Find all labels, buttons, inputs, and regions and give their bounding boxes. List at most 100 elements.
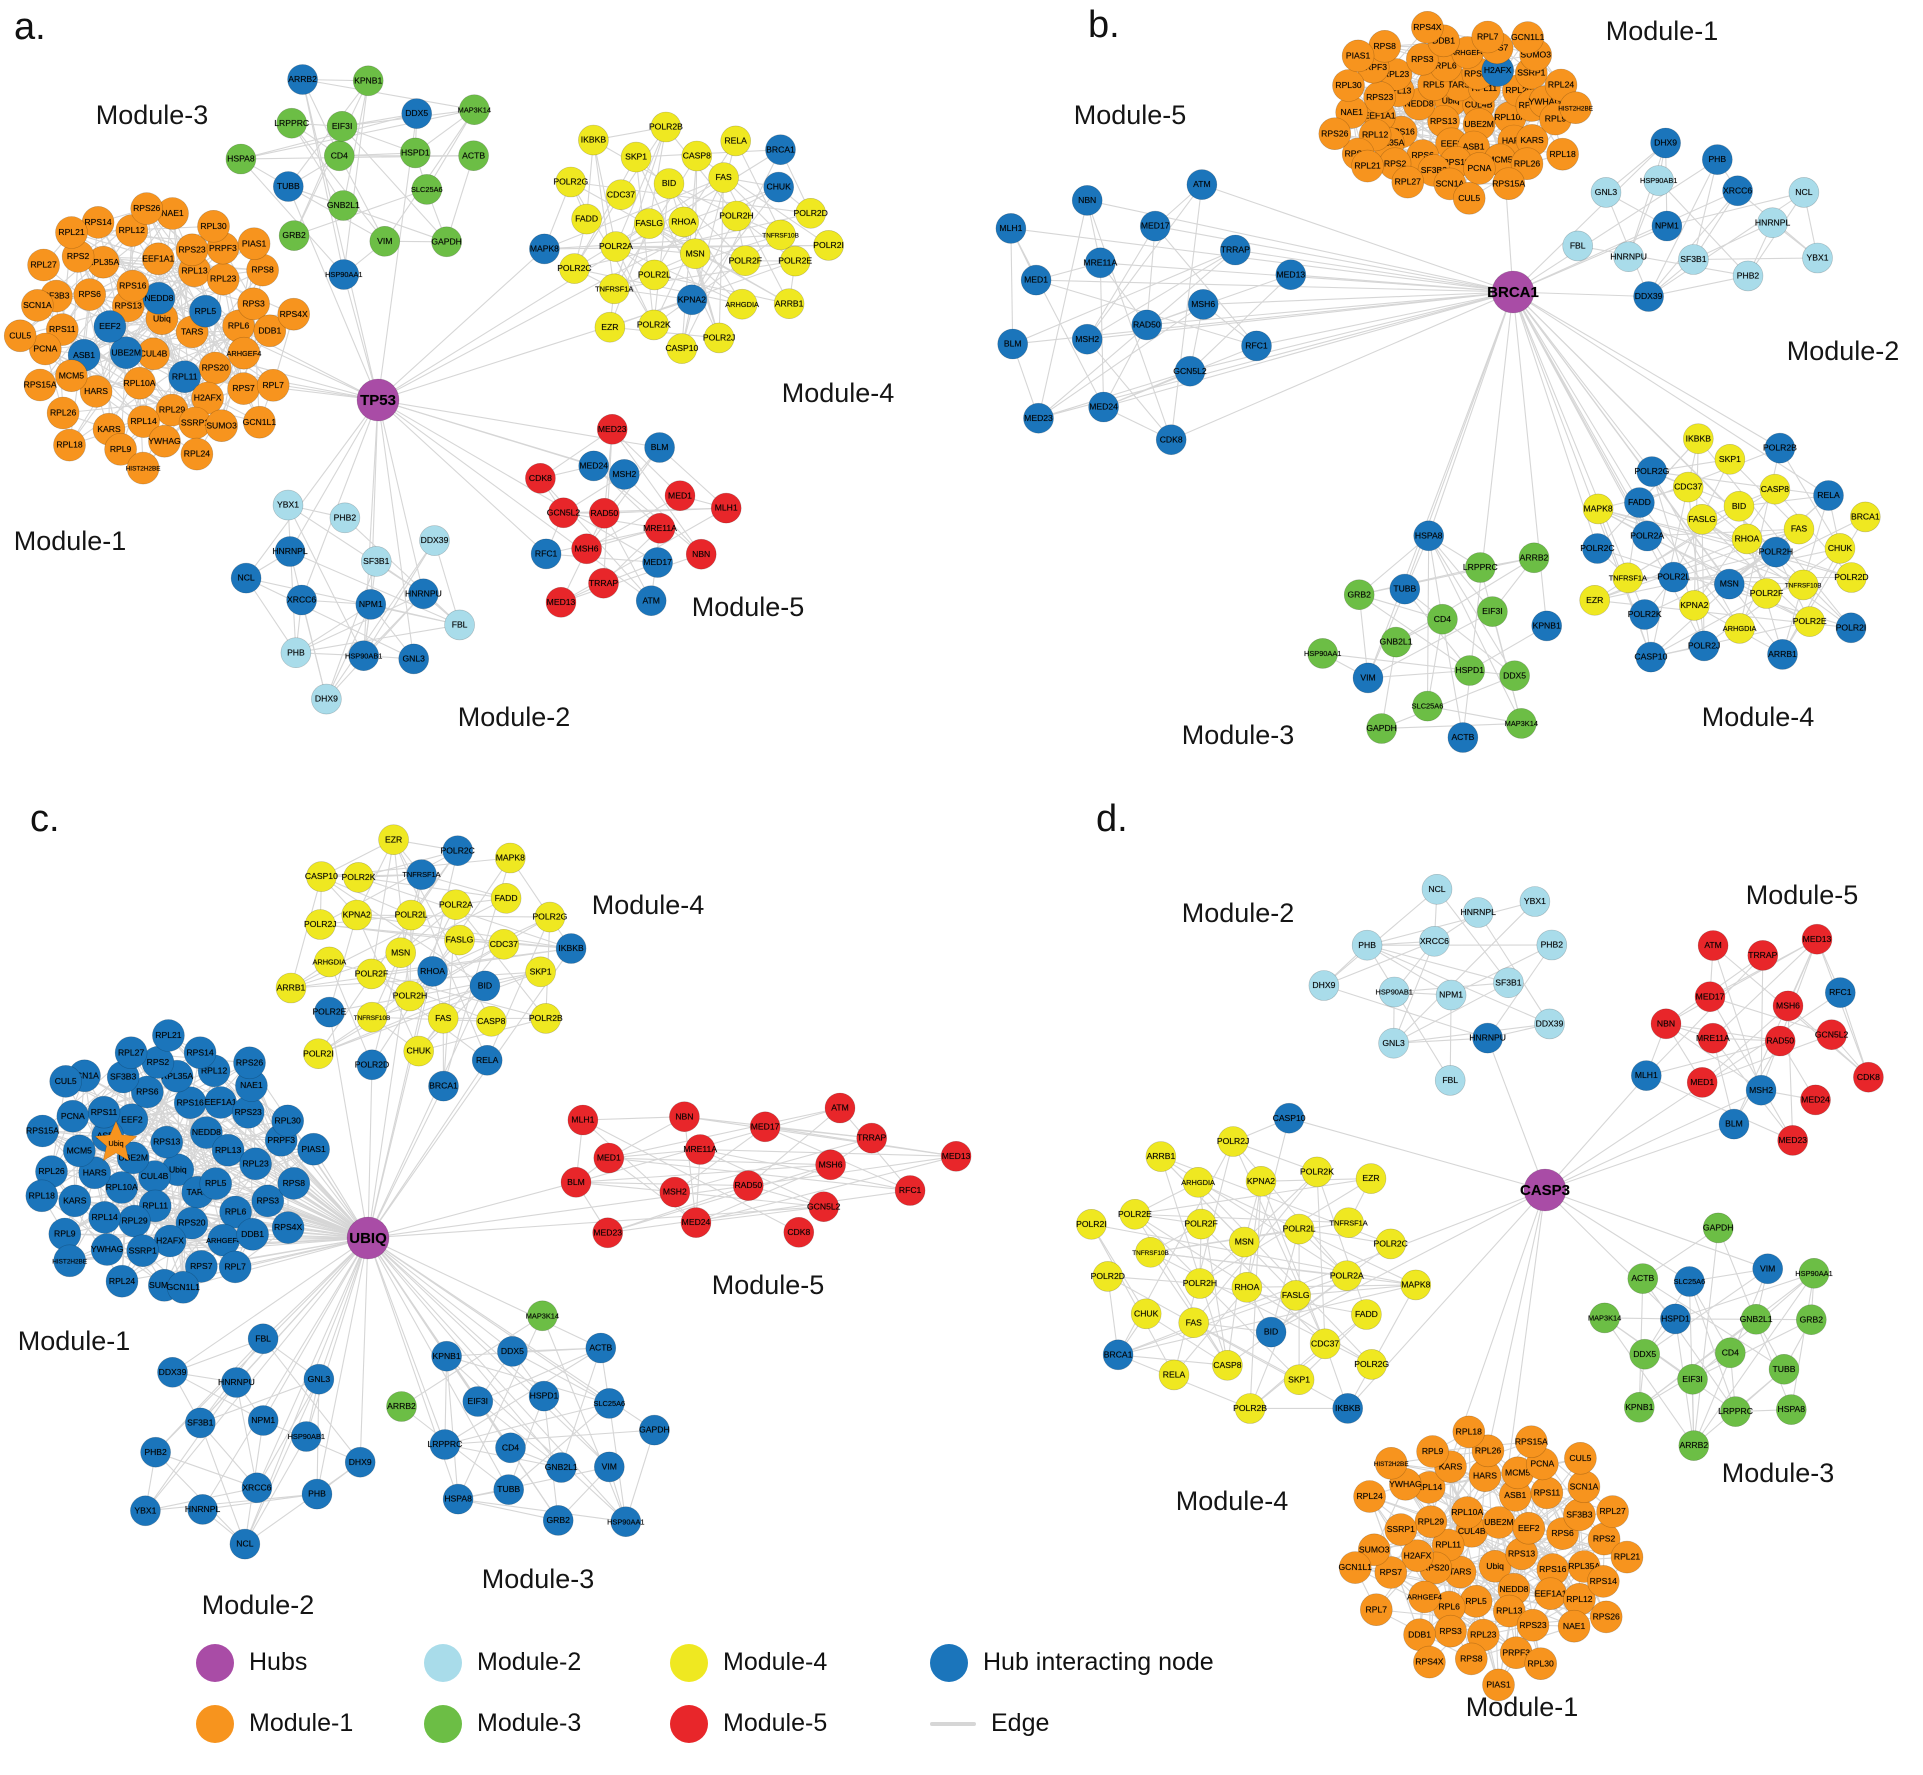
- hub-swatch-icon: [196, 1643, 234, 1682]
- module-label: Module-5: [692, 592, 805, 622]
- network-node: [275, 972, 307, 1004]
- node-label: RPL29: [1505, 85, 1531, 95]
- network-node: [130, 1495, 161, 1527]
- node-label: RHOA: [1735, 534, 1760, 544]
- node-label: H2AFX: [194, 393, 222, 403]
- node-label: POLR2H: [1759, 547, 1793, 557]
- node-label: RPS23: [178, 244, 205, 254]
- network-node: [272, 171, 304, 202]
- network-node: [114, 1036, 148, 1069]
- node-label: RPS26: [236, 1057, 263, 1067]
- network-node: [348, 640, 380, 672]
- node-label: SKP1: [1719, 454, 1741, 464]
- network-node: [130, 192, 163, 225]
- network-node: [1419, 925, 1450, 957]
- node-label: DDB1: [241, 1229, 264, 1239]
- node-label: NBN: [1657, 1018, 1675, 1028]
- node-label: GNB2L1: [545, 1462, 578, 1472]
- node-label: RPL26: [38, 1166, 64, 1176]
- node-label: GCN5L2: [1173, 366, 1207, 376]
- network-node: [1582, 533, 1613, 564]
- node-label: RPS7: [190, 1261, 213, 1271]
- node-label: RPL6: [1438, 1602, 1460, 1612]
- network-node: [1185, 1208, 1217, 1240]
- node-label: RPL24: [1548, 80, 1574, 90]
- network-node: [1724, 613, 1755, 644]
- node-label: RPS8: [283, 1178, 306, 1188]
- node-label: POLR2A: [1630, 531, 1664, 541]
- node-label: IKBKB: [1335, 1403, 1361, 1413]
- node-label: POLR2D: [355, 1059, 389, 1069]
- node-label: KPNB1: [354, 75, 382, 85]
- node-label: XRCC6: [242, 1482, 271, 1492]
- node-label: LRPPRC: [274, 118, 309, 128]
- network-node: [490, 882, 522, 914]
- node-label: YWHAG: [1389, 1479, 1422, 1489]
- legend-item-module-5: Module-5: [670, 1704, 930, 1743]
- node-label: HIST2H2BE: [1374, 1461, 1409, 1468]
- node-label: RFC1: [1829, 987, 1852, 997]
- node-label: CDK8: [787, 1227, 810, 1237]
- node-label: YBX1: [1524, 896, 1546, 906]
- network-node: [277, 297, 311, 331]
- node-label: NEDD8: [144, 293, 173, 303]
- node-label: RPS4X: [274, 1222, 302, 1232]
- module-label: Module-3: [1182, 720, 1295, 750]
- node-label: Ubiq: [108, 1139, 123, 1148]
- node-label: EEF1A1: [1364, 111, 1396, 121]
- network-node: [588, 567, 619, 599]
- node-label: CASP8: [683, 151, 711, 161]
- network-node: [639, 259, 670, 291]
- node-label: PCNA: [61, 1111, 85, 1121]
- hub-label: TP53: [360, 392, 396, 409]
- network-node: [1767, 639, 1798, 670]
- legend-label-module-1: Module-1: [249, 1709, 354, 1737]
- node-label: RPL24: [1356, 1491, 1382, 1501]
- network-node: [475, 1005, 507, 1037]
- network-node: [304, 909, 336, 940]
- node-label: CUL5: [1569, 1453, 1591, 1463]
- network-node: [1023, 402, 1054, 434]
- node-label: RPS15A: [24, 380, 57, 390]
- network-node: [608, 459, 640, 490]
- node-label: RPL23: [1383, 69, 1409, 79]
- node-label: RPL29: [121, 1216, 147, 1226]
- network-node: [578, 450, 610, 482]
- network-node: [280, 637, 312, 669]
- network-node: [356, 1049, 388, 1081]
- node-label: POLR2G: [532, 912, 567, 922]
- network-node: [585, 1332, 617, 1364]
- node-label: RPL21: [1354, 161, 1380, 171]
- node-label: HARS: [1502, 136, 1526, 146]
- node-label: RELA: [1163, 1370, 1186, 1380]
- node-label: FADD: [495, 893, 518, 903]
- node-label: MSH2: [612, 469, 636, 479]
- network-node: [311, 683, 342, 715]
- node-label: NAE1: [161, 208, 184, 218]
- node-label: RAD50: [734, 1180, 762, 1190]
- label-layer: Module-3Module-4Module-1Module-2Module-5…: [14, 16, 1900, 1722]
- network-node: [1450, 1496, 1484, 1529]
- network-node: [1477, 596, 1508, 627]
- network-node: [1389, 573, 1421, 605]
- node-label: RPL27: [1395, 177, 1421, 187]
- node-label: MLH1: [1635, 1070, 1658, 1080]
- network-node: [55, 216, 88, 249]
- node-label: DDX39: [159, 1367, 187, 1377]
- node-label: YWHAG: [91, 1244, 124, 1254]
- node-label: MRE11A: [683, 1144, 717, 1154]
- node-label: MSH2: [1075, 334, 1099, 344]
- node-label: POLR2J: [1688, 641, 1720, 651]
- hub-node: [1523, 1168, 1567, 1212]
- node-label: EIF3I: [332, 121, 353, 131]
- network-node: [1085, 247, 1116, 279]
- node-label: MED24: [1089, 402, 1118, 412]
- module-3-swatch-icon: [424, 1704, 462, 1743]
- node-label: TNFRSF1A: [595, 284, 633, 293]
- network-node: [290, 1421, 322, 1452]
- node-label: RPS2: [1384, 158, 1407, 168]
- network-node: [157, 1357, 188, 1388]
- panel-letter-b: b.: [1088, 4, 1120, 46]
- network-node: [525, 462, 556, 494]
- node-label: POLR2H: [1183, 1278, 1217, 1288]
